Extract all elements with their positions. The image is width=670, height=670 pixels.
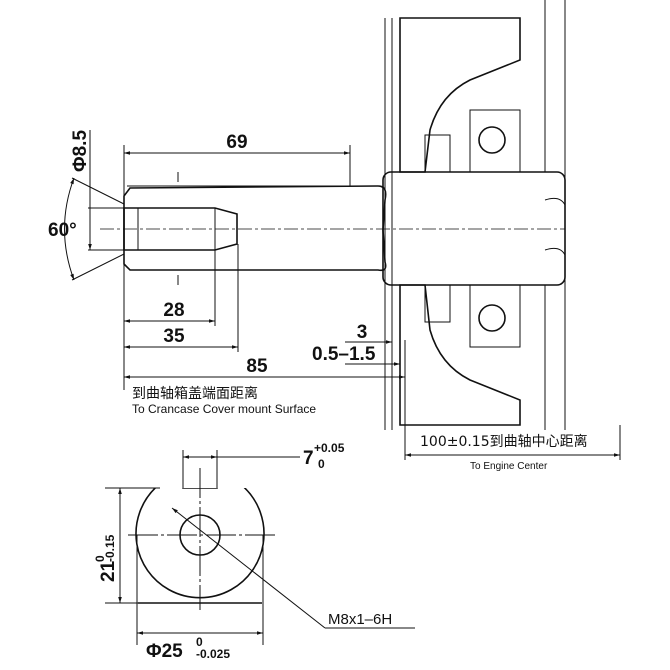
shaft-diameter: Φ25 <box>146 641 183 662</box>
center-label-cn: 100±0.15到曲轴中心距离 <box>420 433 588 450</box>
bearing-ball-icon <box>478 304 506 332</box>
cover-label-en: To Crancase Cover mount Surface <box>132 402 316 416</box>
key-width: 7 <box>303 448 314 469</box>
crankcase-assembly <box>382 0 566 430</box>
flat-tol-lower: -0.15 <box>103 534 117 562</box>
cover-label-cn: 到曲轴箱盖端面距离 <box>132 385 258 402</box>
flat-height: 21 <box>98 560 119 582</box>
dim-69: 69 <box>226 132 247 153</box>
shaft-tol-upper: 0 <box>196 635 203 649</box>
dim-gap-3: 3 <box>357 322 368 343</box>
key-tol-upper: +0.05 <box>314 441 345 455</box>
bearing-ball-icon <box>478 126 506 154</box>
key-tol-lower: 0 <box>318 457 325 471</box>
dim-gap-range: 0.5–1.5 <box>312 344 376 365</box>
dim-35: 35 <box>163 326 185 347</box>
dim-angle-60: 60° <box>48 220 77 241</box>
dim-85: 85 <box>246 356 268 377</box>
dimension-lines <box>64 130 621 460</box>
dim-28: 28 <box>163 300 184 321</box>
shaft-side-view <box>100 172 565 285</box>
shaft-tol-lower: -0.025 <box>196 647 230 661</box>
flat-tol-upper: 0 <box>93 555 107 562</box>
shaft-cross-section <box>105 450 415 645</box>
center-label-en: To Engine Center <box>470 461 548 472</box>
dim-diameter-8-5: Φ8.5 <box>70 130 91 172</box>
thread-spec: M8x1–6H <box>328 611 392 628</box>
